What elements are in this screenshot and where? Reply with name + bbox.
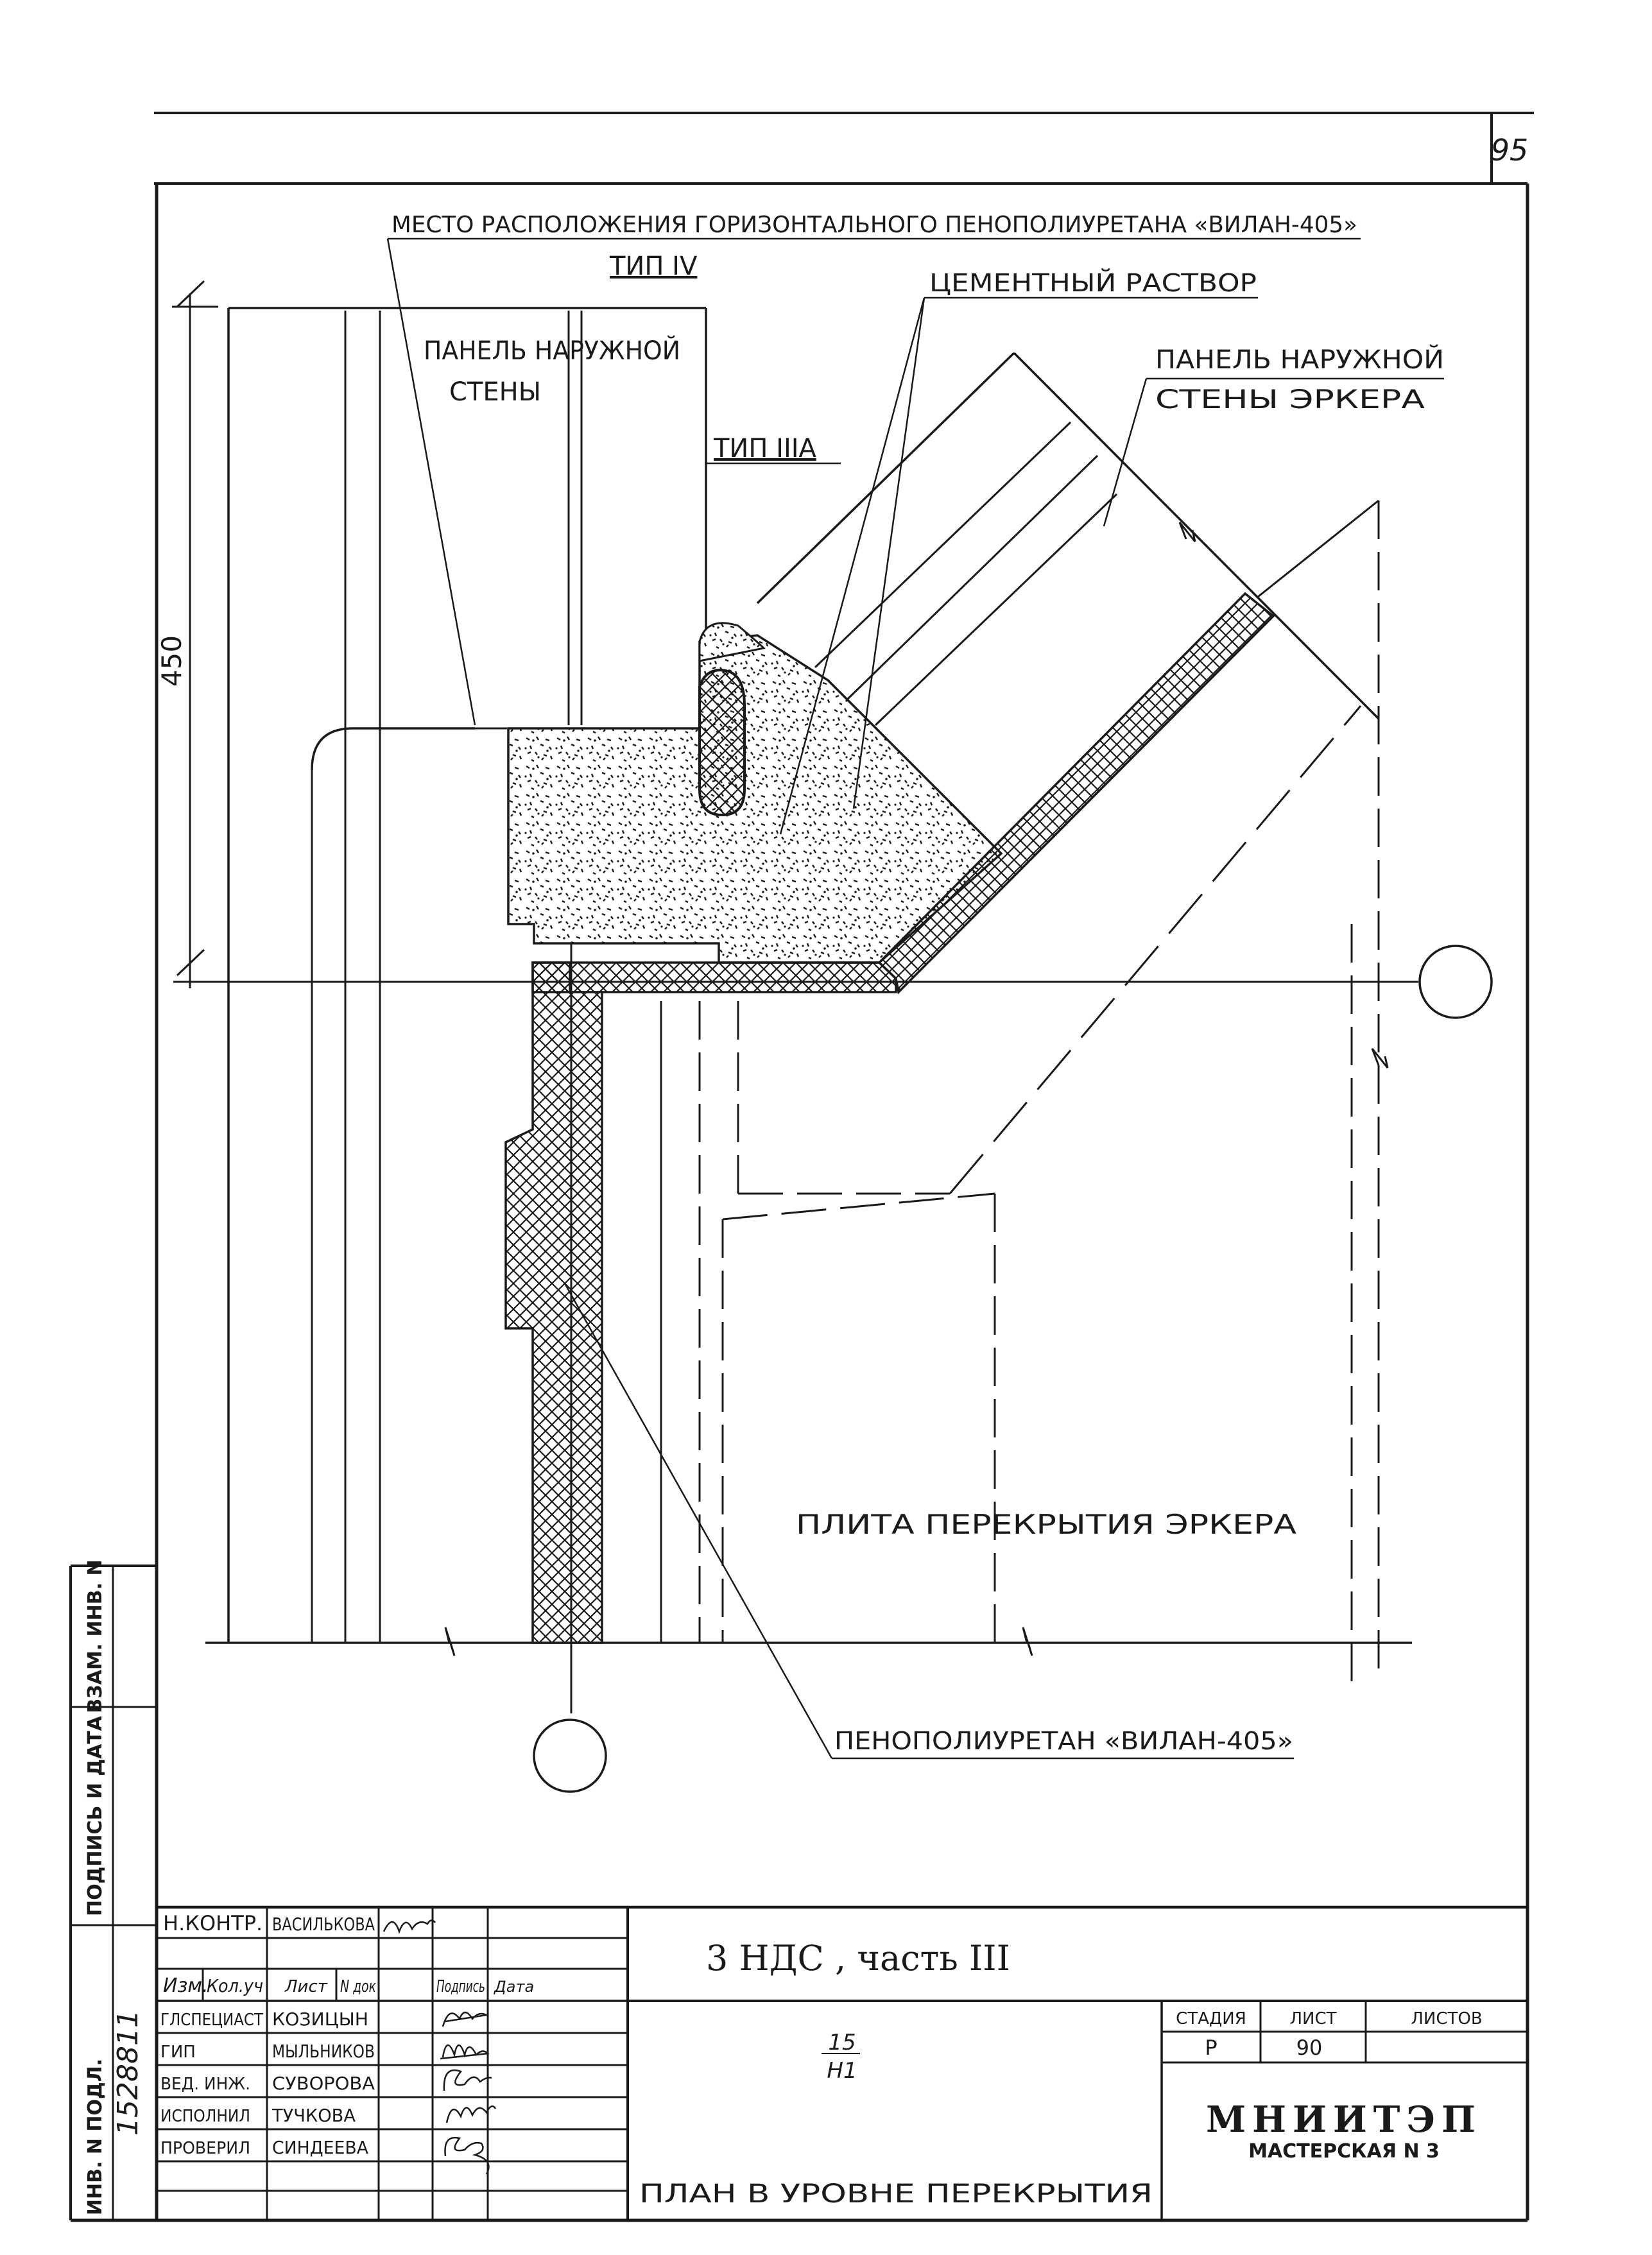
erker-slab-outline bbox=[698, 501, 1380, 1694]
side-stamp-signature-date: ПОДПИСЬ И ДАТА bbox=[84, 1715, 107, 1916]
tb-name-executor: ТУЧКОВА bbox=[271, 2105, 356, 2126]
tb-drawing-title: ПЛАН В УРОВНЕ ПЕРЕКРЫТИЯ bbox=[639, 2179, 1153, 2209]
tb-norm-control-role: Н.КОНТР. bbox=[163, 1911, 262, 1935]
tb-head-kol: Кол.уч bbox=[207, 1975, 263, 1996]
label-outer-panel-line1: ПАНЕЛЬ НАРУЖНОЙ bbox=[424, 335, 680, 366]
label-pu-foam: ПЕНОПОЛИУРЕТАН «ВИЛАН-405» bbox=[834, 1727, 1293, 1755]
dimension-450 bbox=[172, 280, 218, 988]
label-type-iv: ТИП IV bbox=[609, 252, 698, 281]
side-stamp-replacement: ВЗАМ. ИНВ. N bbox=[84, 1559, 107, 1713]
tb-head-list: Лист bbox=[284, 1977, 328, 1996]
tb-name-lead-engineer: СУВОРОВА bbox=[272, 2073, 375, 2094]
tb-norm-control-name: ВАСИЛЬКОВА bbox=[272, 1914, 375, 1935]
title-block bbox=[157, 1905, 1527, 2220]
tb-name-chief-specialist: КОЗИЦЫН bbox=[272, 2009, 368, 2030]
tb-name-gip: МЫЛЬНИКОВ bbox=[272, 2041, 375, 2062]
label-erker-slab: ПЛИТА ПЕРЕКРЫТИЯ ЭРКЕРА bbox=[796, 1509, 1296, 1540]
bottom-break-line bbox=[205, 1627, 1412, 1656]
side-stamp-inventory-number: 1528811 bbox=[112, 2010, 144, 2136]
tb-list-head: ЛИСТ bbox=[1289, 2009, 1336, 2028]
tb-project-title: 3 НДС , часть III bbox=[706, 1938, 1010, 1978]
side-stamp-inventory: ИНВ. N ПОДЛ. bbox=[84, 2059, 107, 2215]
axis-marker-bottom bbox=[533, 1719, 607, 1793]
tb-sheet-code-bottom: Н1 bbox=[827, 2058, 857, 2084]
sealing-bead bbox=[698, 669, 746, 817]
tb-stage-value: Р bbox=[1205, 2036, 1217, 2060]
tb-list-value: 90 bbox=[1296, 2036, 1323, 2060]
tb-role-chief-specialist: ГЛСПЕЦИАСТ bbox=[160, 2011, 263, 2030]
tb-head-izm: Изм. bbox=[163, 1975, 209, 1997]
dimension-value: 450 bbox=[156, 635, 187, 687]
tb-head-sign: Подпись bbox=[436, 1977, 485, 1996]
outer-wall-panel bbox=[227, 307, 707, 1643]
drawing-body: 450 bbox=[156, 212, 1493, 1793]
sheet-frame bbox=[71, 112, 1534, 2222]
tb-lists-head: ЛИСТОВ bbox=[1411, 2009, 1482, 2028]
tb-role-checked: ПРОВЕРИЛ bbox=[160, 2139, 250, 2158]
sheet-number: 95 bbox=[1491, 133, 1529, 167]
tb-role-gip: ГИП bbox=[160, 2043, 196, 2062]
label-type-iiia: ТИП IIIA bbox=[713, 434, 817, 463]
tb-org-sub: МАСТЕРСКАЯ N 3 bbox=[1248, 2140, 1440, 2163]
pu-foam-diagonal bbox=[877, 592, 1275, 995]
signatures bbox=[383, 1919, 497, 2175]
side-stamp bbox=[69, 1565, 157, 2220]
cement-mortar-upper-cap bbox=[698, 622, 766, 662]
pu-foam-vertical bbox=[504, 961, 603, 1644]
label-erker-panel-line2: СТЕНЫ ЭРКЕРА bbox=[1155, 385, 1425, 415]
label-vilan-location: МЕСТО РАСПОЛОЖЕНИЯ ГОРИЗОНТАЛЬНОГО ПЕНОП… bbox=[391, 212, 1357, 238]
pu-foam-horizontal bbox=[531, 961, 897, 993]
erker-wall-panel bbox=[756, 352, 1389, 1068]
tb-sheet-code-top: 15 bbox=[828, 2030, 856, 2055]
tb-org-name: МНИИТЭП bbox=[1206, 2098, 1482, 2141]
tb-head-ndok: N док bbox=[340, 1977, 376, 1996]
tb-role-executor: ИСПОЛНИЛ bbox=[160, 2107, 250, 2126]
axis-marker-right bbox=[1418, 945, 1493, 1019]
tb-head-date: Дата bbox=[494, 1978, 534, 1996]
tb-role-lead-engineer: ВЕД. ИНЖ. bbox=[160, 2075, 250, 2094]
label-cement-mortar: ЦЕМЕНТНЫЙ РАСТВОР bbox=[929, 269, 1257, 297]
label-outer-panel-line2: СТЕНЫ bbox=[449, 377, 541, 407]
leader-lines bbox=[386, 237, 1444, 1760]
tb-name-checked: СИНДЕЕВА bbox=[272, 2137, 368, 2158]
label-erker-panel-line1: ПАНЕЛЬ НАРУЖНОЙ bbox=[1155, 344, 1444, 375]
tb-stage-head: СТАДИЯ bbox=[1176, 2009, 1246, 2028]
